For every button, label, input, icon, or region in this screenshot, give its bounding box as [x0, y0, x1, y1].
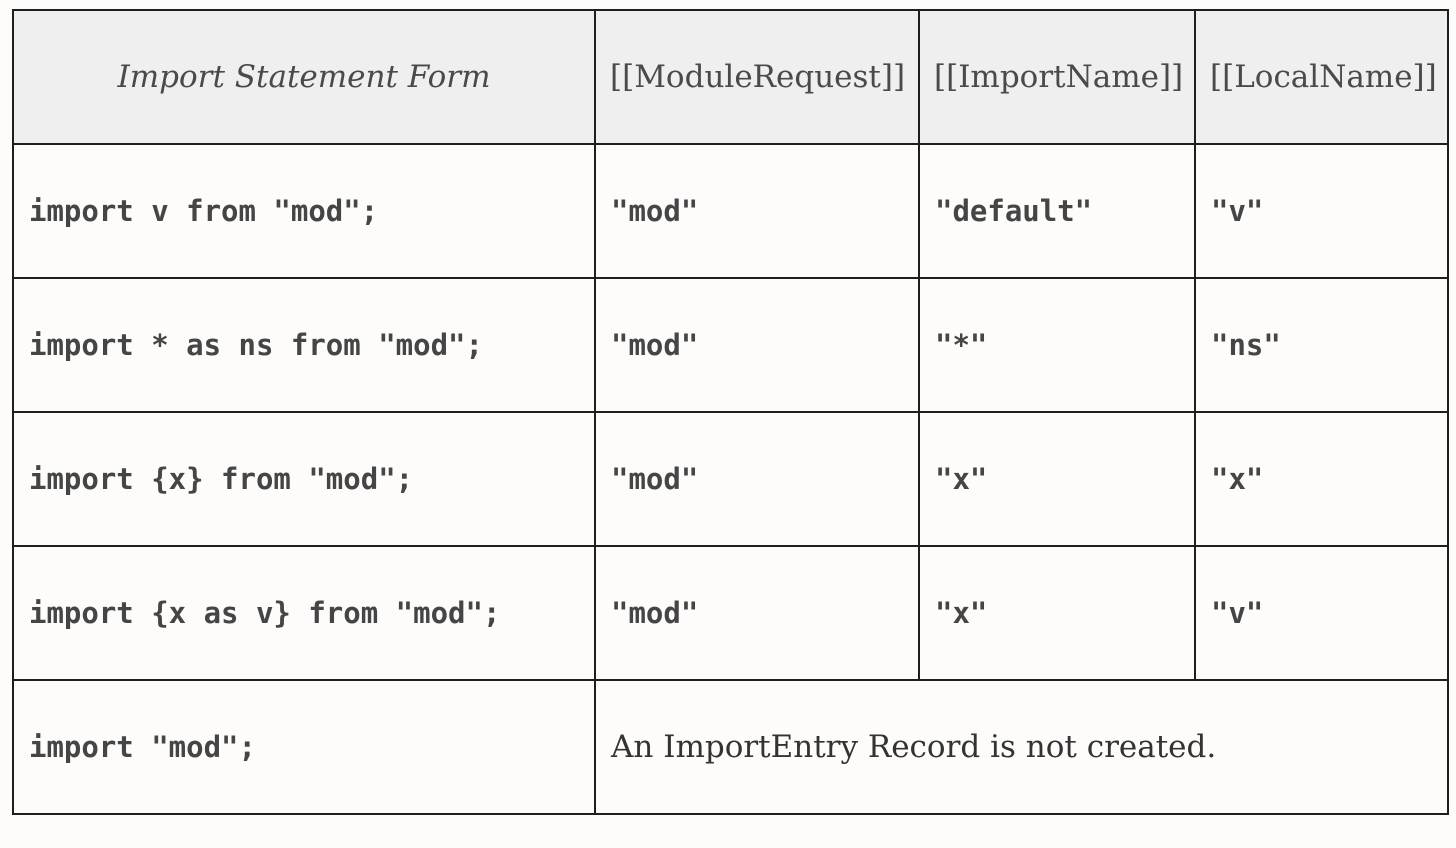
- cell-local-name: "v": [1194, 143, 1449, 279]
- header-local-name: [[LocalName]]: [1194, 9, 1449, 145]
- table-row: import v from "mod"; "mod" "default" "v": [12, 143, 1449, 279]
- cell-local-name: "v": [1194, 545, 1449, 681]
- table-row-no-entry: import "mod"; An ImportEntry Record is n…: [12, 679, 1449, 815]
- cell-import-name: "default": [918, 143, 1196, 279]
- table-row: import {x} from "mod"; "mod" "x" "x": [12, 411, 1449, 547]
- cell-local-name: "ns": [1194, 277, 1449, 413]
- cell-statement: import v from "mod";: [12, 143, 596, 279]
- cell-no-entry-note: An ImportEntry Record is not created.: [594, 679, 1449, 815]
- header-module-request: [[ModuleRequest]]: [594, 9, 920, 145]
- table-row: import {x as v} from "mod"; "mod" "x" "v…: [12, 545, 1449, 681]
- cell-statement: import * as ns from "mod";: [12, 277, 596, 413]
- header-import-name: [[ImportName]]: [918, 9, 1196, 145]
- cell-statement: import "mod";: [12, 679, 596, 815]
- cell-import-name: "x": [918, 411, 1196, 547]
- table-header: Import Statement Form [[ModuleRequest]] …: [12, 9, 1449, 145]
- cell-module-request: "mod": [594, 277, 920, 413]
- cell-module-request: "mod": [594, 143, 920, 279]
- table-row: import * as ns from "mod"; "mod" "*" "ns…: [12, 277, 1449, 413]
- cell-import-name: "*": [918, 277, 1196, 413]
- cell-statement: import {x as v} from "mod";: [12, 545, 596, 681]
- header-import-statement-form: Import Statement Form: [12, 9, 596, 145]
- table-body: import v from "mod"; "mod" "default" "v"…: [12, 143, 1449, 815]
- import-entry-table: Import Statement Form [[ModuleRequest]] …: [12, 9, 1449, 815]
- cell-module-request: "mod": [594, 545, 920, 681]
- cell-import-name: "x": [918, 545, 1196, 681]
- cell-local-name: "x": [1194, 411, 1449, 547]
- import-entry-table-container: Import Statement Form [[ModuleRequest]] …: [12, 9, 1449, 815]
- cell-statement: import {x} from "mod";: [12, 411, 596, 547]
- cell-module-request: "mod": [594, 411, 920, 547]
- header-row: Import Statement Form [[ModuleRequest]] …: [12, 9, 1449, 145]
